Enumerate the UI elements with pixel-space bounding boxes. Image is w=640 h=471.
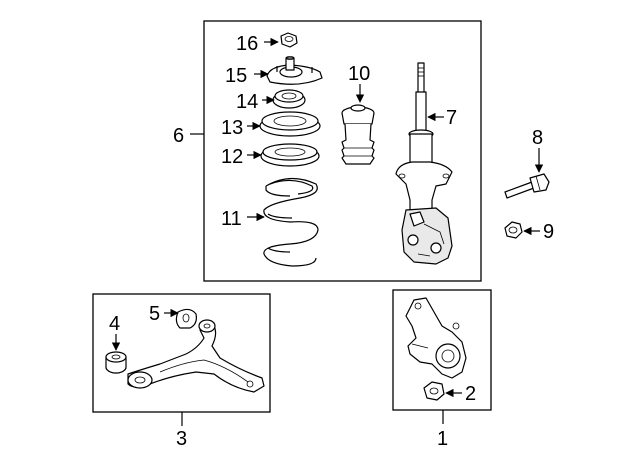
bushing-part-5 (175, 308, 197, 329)
strut-mount-part-15 (266, 56, 323, 85)
nut-part-16 (280, 32, 298, 48)
callout-2: 2 (465, 383, 476, 405)
bushing-part-4 (105, 351, 127, 374)
callout-9: 9 (543, 221, 554, 243)
knuckle-part-1 (405, 297, 467, 379)
nut-part-9 (504, 221, 523, 239)
callout-12: 12 (221, 146, 243, 168)
callout-16: 16 (236, 33, 258, 55)
callout-4: 4 (109, 313, 120, 335)
callout-3: 3 (176, 428, 187, 450)
strut-assembly-box (203, 20, 482, 282)
bearing-part-14 (272, 89, 306, 109)
bump-stop-part-10 (341, 104, 375, 165)
callout-7: 7 (446, 107, 457, 129)
spring-seat-part-13 (259, 111, 321, 137)
spring-insulator-part-12 (260, 143, 320, 167)
callout-5: 5 (149, 303, 160, 325)
callout-1: 1 (437, 428, 448, 450)
callout-13: 13 (221, 117, 243, 139)
coil-spring-part-11 (263, 177, 319, 267)
callout-10: 10 (348, 63, 370, 85)
callout-15: 15 (225, 65, 247, 87)
callout-14: 14 (236, 91, 258, 113)
knuckle-box (392, 289, 492, 411)
control-arm-part-3 (127, 319, 265, 393)
callout-11: 11 (221, 208, 242, 230)
callout-8: 8 (532, 127, 543, 149)
nut-part-2 (423, 381, 445, 401)
strut-part-7 (395, 62, 453, 265)
callout-6: 6 (173, 125, 184, 147)
bolt-part-8 (504, 173, 550, 199)
